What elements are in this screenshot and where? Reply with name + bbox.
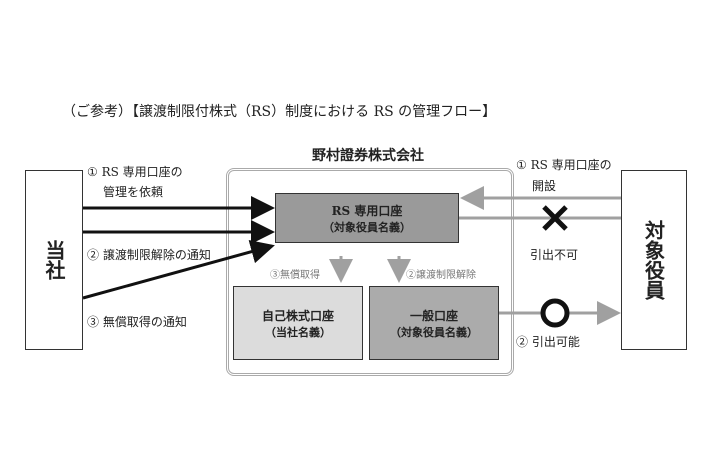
treasury-account-box: 自己株式口座 （当社名義） [233, 286, 363, 360]
label-open-2: 開設 [532, 179, 557, 193]
label-acquire: ③無償取得 [270, 270, 320, 281]
general-account-owner: （対象役員名義） [390, 325, 478, 339]
company-container [226, 168, 514, 376]
general-account-name: 一般口座 [409, 308, 458, 323]
left-entity-box: 当社 [25, 170, 83, 350]
label-withdraw: ② 引出可能 [516, 335, 580, 349]
circle-icon [540, 298, 570, 328]
rs-account-name: RS 専用口座 [331, 203, 403, 218]
arrow-acquire-notice [82, 240, 275, 300]
rs-account-box: RS 専用口座 （対象役員名義） [275, 193, 459, 243]
label-acquire-notice: ③ 無償取得の通知 [87, 315, 187, 329]
rs-account-owner: （対象役員名義） [323, 220, 411, 234]
label-request-1: ① RS 専用口座の [87, 165, 183, 179]
page-title: （ご参考）【譲渡制限付株式（RS）制度における RS の管理フロー】 [62, 104, 497, 120]
label-release-notice: ② 譲渡制限解除の通知 [87, 248, 211, 262]
label-open-1: ① RS 専用口座の [516, 158, 612, 172]
left-entity-label: 当社 [42, 240, 66, 280]
general-account-box: 一般口座 （対象役員名義） [369, 286, 499, 360]
right-entity-label: 対象役員 [641, 220, 666, 300]
right-entity-box: 対象役員 [621, 170, 687, 350]
cross-icon [542, 205, 568, 231]
label-request-2: 管理を依頼 [103, 185, 164, 199]
treasury-account-name: 自己株式口座 [261, 308, 334, 323]
label-no-withdraw: 引出不可 [530, 248, 579, 262]
label-release: ②譲渡制限解除 [406, 270, 476, 281]
treasury-account-owner: （当社名義） [265, 325, 331, 339]
company-name: 野村證券株式会社 [312, 148, 424, 164]
